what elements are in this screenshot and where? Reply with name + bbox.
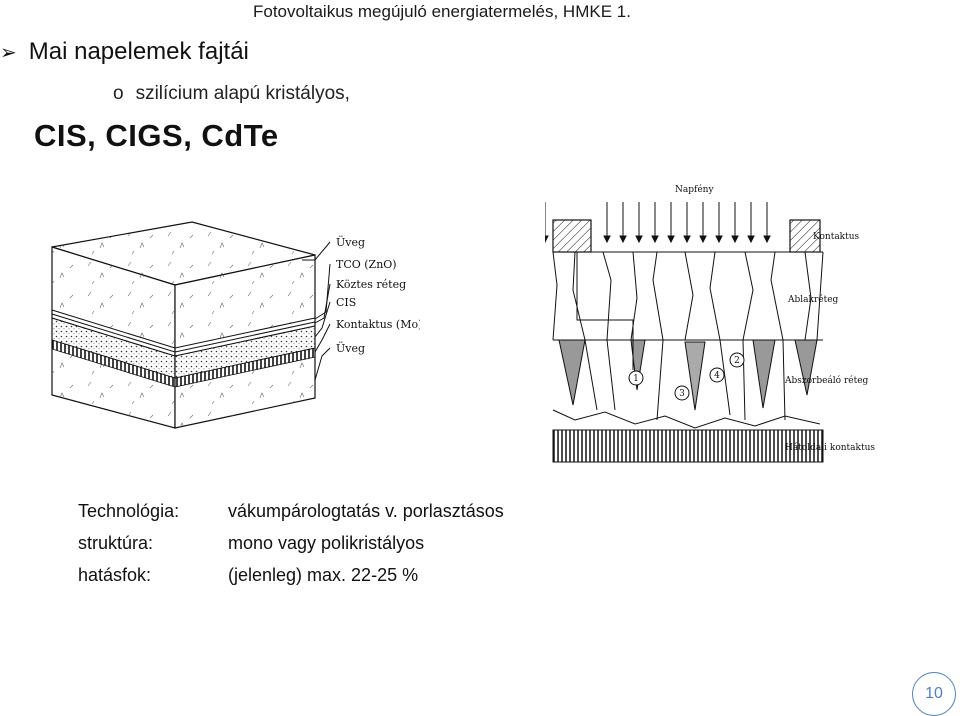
property-value: (jelenleg) max. 22-25 % bbox=[228, 559, 418, 591]
property-value: vákumpárologtatás v. porlasztásos bbox=[228, 495, 504, 527]
sub-bullet-item: o szilícium alapú kristályos, bbox=[113, 83, 350, 105]
property-key: Technológia: bbox=[78, 495, 228, 527]
marker-label-3: 3 bbox=[679, 389, 685, 399]
property-value: mono vagy polikristályos bbox=[228, 527, 424, 559]
absorber-layer-label: Abszorbeáló réteg bbox=[784, 375, 869, 386]
page-number-badge: 10 bbox=[912, 672, 956, 716]
bullet-item: ➢ Mai napelemek fajtái bbox=[0, 38, 249, 66]
sub-bullet-text: szilícium alapú kristályos, bbox=[136, 83, 350, 104]
property-row-structure: struktúra: mono vagy polikristályos bbox=[78, 527, 504, 559]
window-layer-label: Ablakréteg bbox=[787, 294, 839, 305]
marker-label-1: 1 bbox=[633, 374, 639, 384]
properties-list: Technológia: vákumpárologtatás v. porlas… bbox=[78, 495, 504, 591]
layer-label-tco: TCO (ZnO) bbox=[336, 258, 397, 271]
property-row-technology: Technológia: vákumpárologtatás v. porlas… bbox=[78, 495, 504, 527]
property-key: hatásfok: bbox=[78, 559, 228, 591]
layer-label-buffer: Köztes réteg bbox=[336, 278, 406, 291]
absorber-layer bbox=[553, 340, 820, 428]
left-contact-block bbox=[553, 220, 591, 252]
section-title: CIS, CIGS, CdTe bbox=[34, 118, 279, 154]
bullet-text: Mai napelemek fajtái bbox=[29, 38, 249, 66]
property-key: struktúra: bbox=[78, 527, 228, 559]
property-row-efficiency: hatásfok: (jelenleg) max. 22-25 % bbox=[78, 559, 504, 591]
sunlight-label: Napfény bbox=[675, 184, 714, 195]
layer-stack-diagram: Üveg TCO (ZnO) Köztes réteg CIS Kontaktu… bbox=[40, 200, 420, 475]
arrow-bullet-icon: ➢ bbox=[0, 40, 17, 65]
window-layer bbox=[553, 252, 823, 340]
cell-cross-section-diagram: Napfény Kontaktus Ablakréteg bbox=[545, 180, 890, 465]
layer-label-cis: CIS bbox=[336, 296, 356, 309]
marker-label-2: 2 bbox=[734, 356, 740, 366]
layer-label-glass-bottom: Üveg bbox=[336, 341, 365, 355]
sub-bullet-marker: o bbox=[113, 83, 124, 104]
layer-label-glass-top: Üveg bbox=[336, 235, 365, 249]
layer-label-mo: Kontaktus (Mo) bbox=[336, 318, 420, 331]
contact-label: Kontaktus bbox=[813, 232, 860, 242]
back-contact bbox=[553, 430, 823, 462]
slide-header: Fotovoltaikus megújuló energiatermelés, … bbox=[253, 2, 631, 22]
back-contact-label: Hátoldali kontaktus bbox=[785, 442, 875, 453]
marker-label-4: 4 bbox=[714, 371, 720, 381]
